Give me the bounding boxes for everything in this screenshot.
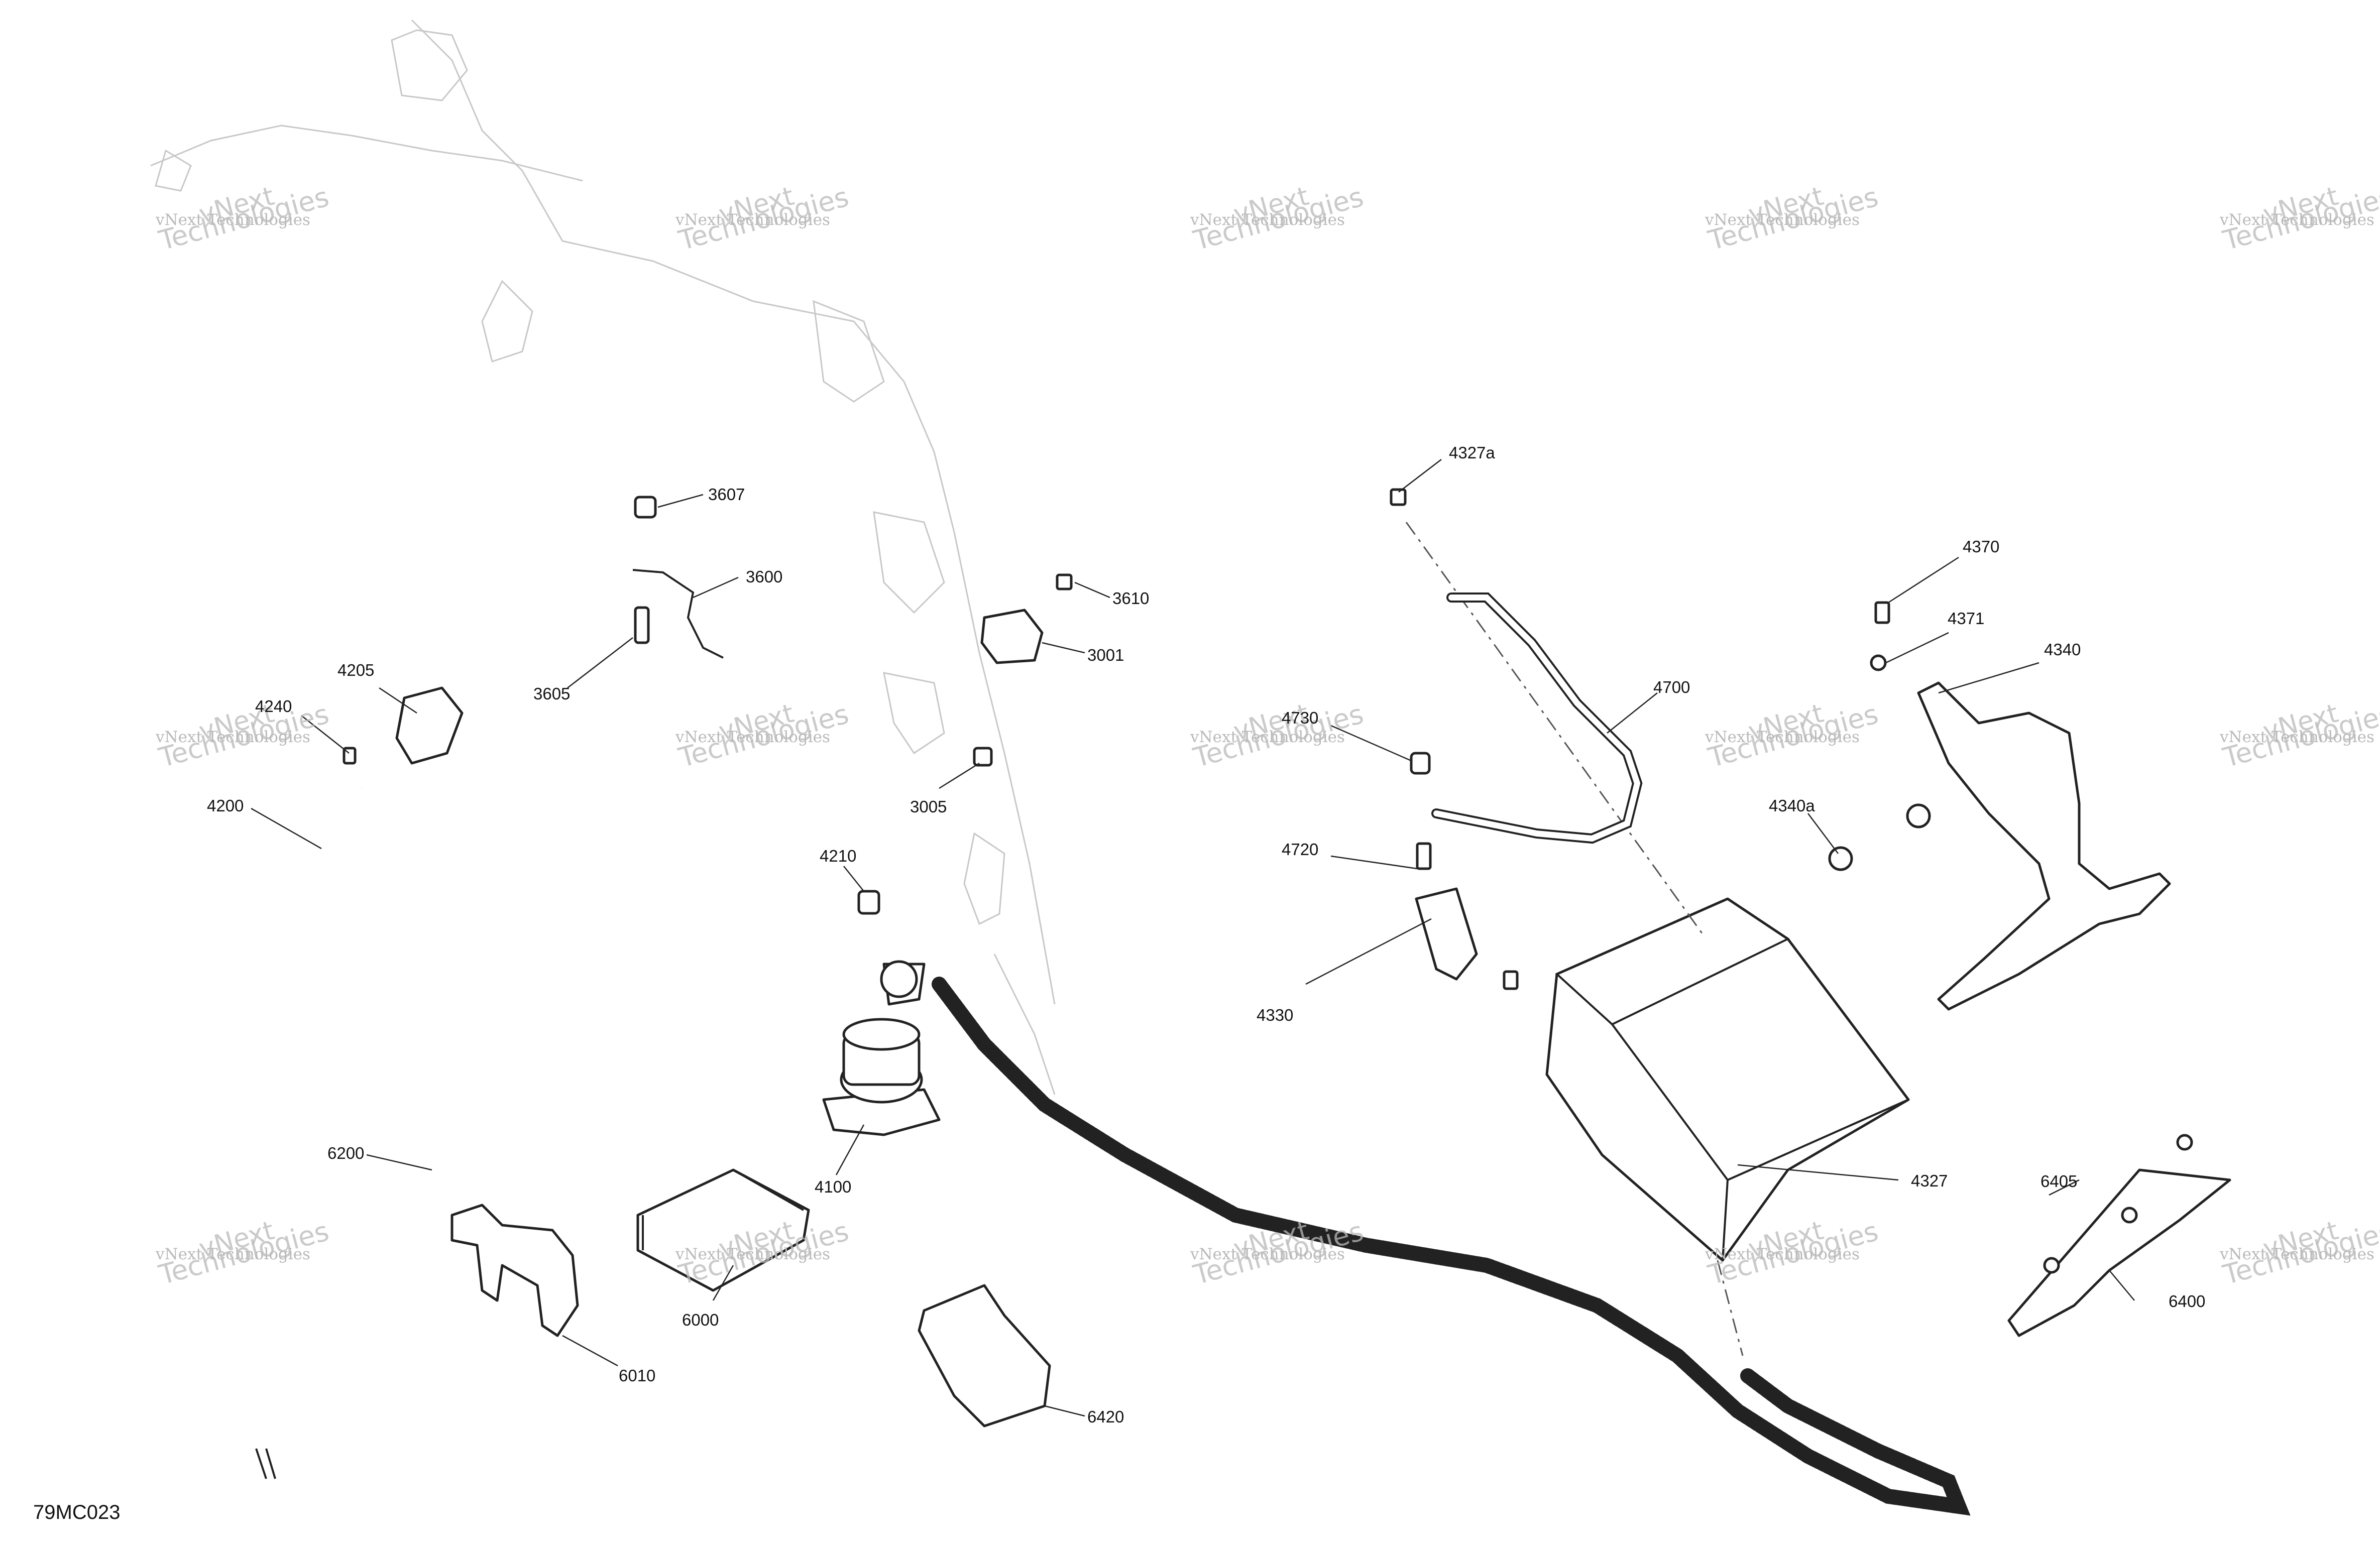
bracket-6010 <box>450 1204 579 1337</box>
callout-6405: 6405 <box>2041 1172 2078 1191</box>
leader-lines <box>251 459 2135 1417</box>
callout-4371: 4371 <box>1948 609 1985 628</box>
ghost-wiring-harness <box>150 19 1056 1095</box>
callout-4330: 4330 <box>1257 1006 1294 1024</box>
callout-4240: 4240 <box>255 697 292 716</box>
callout-6200: 6200 <box>327 1144 365 1162</box>
callout-4205: 4205 <box>337 661 375 679</box>
sensor-3001 <box>973 573 1073 767</box>
cover-6400 <box>2007 1134 2231 1337</box>
battery-4327 <box>1405 522 1910 1356</box>
callout-6400: 6400 <box>2169 1292 2206 1311</box>
main-harness <box>932 977 1971 1516</box>
callout-3605: 3605 <box>533 684 571 703</box>
positive-cable-4700 <box>1390 488 1643 990</box>
figure-code: 79MC023 <box>33 1501 121 1523</box>
ground-strap-3600 <box>632 496 724 659</box>
callout-4100: 4100 <box>815 1177 852 1196</box>
callout-3610: 3610 <box>1112 589 1150 608</box>
callout-3005: 3005 <box>910 797 947 816</box>
callout-6420: 6420 <box>1087 1407 1124 1426</box>
callout-4700: 4700 <box>1653 678 1690 696</box>
bracket-4340 <box>1828 601 2171 1011</box>
callout-4200: 4200 <box>207 796 244 815</box>
callout-6000: 6000 <box>682 1311 719 1329</box>
callout-4327a: 4327a <box>1449 443 1495 462</box>
battery-cable-4200 <box>317 686 880 1034</box>
callout-4730: 4730 <box>1282 708 1319 727</box>
callout-4340a: 4340a <box>1769 796 1815 815</box>
module-6000 <box>636 1168 810 1292</box>
callout-4327: 4327 <box>1911 1171 1948 1190</box>
callout-6010: 6010 <box>619 1366 656 1385</box>
callout-4210: 4210 <box>820 847 857 865</box>
callout-4720: 4720 <box>1282 840 1319 859</box>
callout-3607: 3607 <box>708 485 745 504</box>
callout-3600: 3600 <box>746 567 783 586</box>
callout-4370: 4370 <box>1963 537 2000 556</box>
cable-6200 <box>229 1042 834 1479</box>
solenoid-4100 <box>822 960 941 1136</box>
callout-3001: 3001 <box>1087 646 1124 664</box>
bracket-6420 <box>918 1284 1051 1428</box>
callout-4340: 4340 <box>2044 640 2081 659</box>
